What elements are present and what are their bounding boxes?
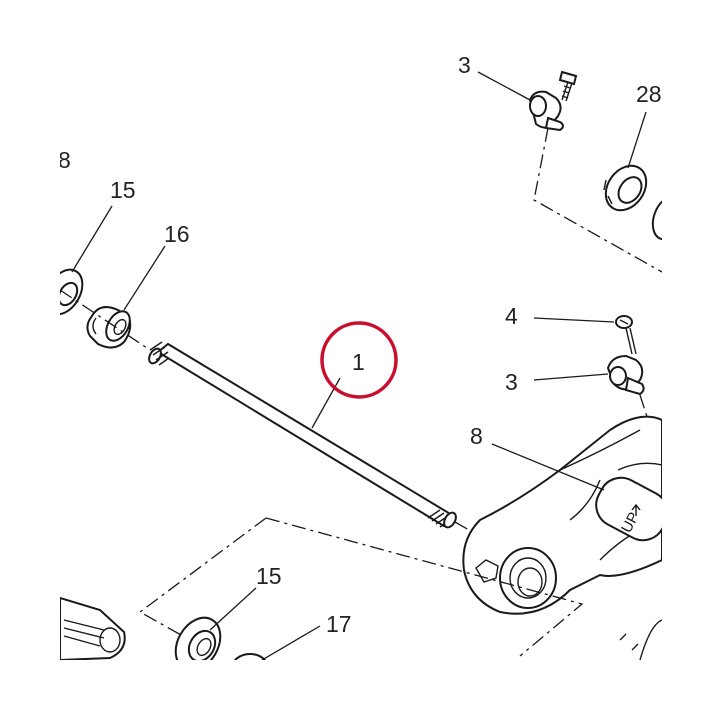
part-3-clip: [606, 354, 645, 396]
part-screw-top: [558, 70, 578, 102]
part-bottom-right: [619, 619, 662, 660]
part-4-screw: [615, 315, 637, 355]
part-1-axle: [148, 341, 457, 529]
callout-4: 4: [505, 303, 518, 329]
callout-17: 17: [326, 611, 352, 637]
dash-frame-bottom: [138, 517, 584, 657]
callout-28: 28: [636, 81, 662, 107]
axis-line-left: [60, 289, 151, 351]
dash-line-top-group: [533, 127, 662, 273]
callout-8-left: 8: [58, 147, 71, 173]
part-28-washer: [603, 164, 662, 241]
callout-3-mid: 3: [505, 369, 518, 395]
callout-3-top: 3: [458, 52, 471, 78]
highlight-circle: [320, 321, 398, 399]
part-16-bushing: [86, 306, 132, 349]
part-hub-bottom-left: [60, 596, 126, 660]
leader-lines: [71, 71, 647, 660]
axis-line-right: [454, 521, 479, 536]
part-17-ring: [233, 653, 267, 660]
callout-1: 1: [352, 349, 365, 375]
callout-15-bottom: 15: [256, 563, 282, 589]
part-3-top-clip: [528, 90, 564, 132]
part-15-washer-bottom: [174, 616, 222, 660]
part-8-swingarm: UP: [462, 415, 662, 615]
callout-16: 16: [164, 221, 190, 247]
callout-15-top: 15: [110, 177, 136, 203]
callout-8-mid: 8: [470, 423, 483, 449]
